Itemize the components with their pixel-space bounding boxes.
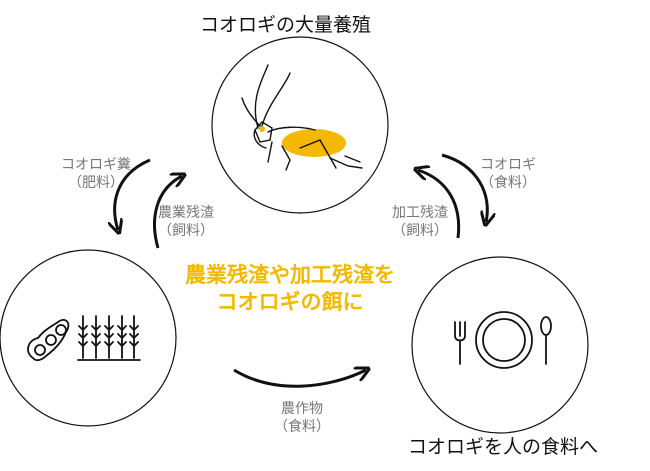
proc-residue-arrow xyxy=(418,170,461,239)
crops-icon xyxy=(27,315,141,362)
cricket-food-label: コオロギ （食料） xyxy=(480,157,536,191)
crops-arrow xyxy=(233,370,366,388)
title-top: コオロギの大量養殖 xyxy=(200,14,372,36)
cricket-icon xyxy=(241,64,363,171)
cricket-food-arrow xyxy=(441,153,487,222)
tableware-icon xyxy=(454,311,552,369)
crops-circle xyxy=(0,249,177,427)
cricket-circle xyxy=(211,36,389,214)
ag-residue-label: 農業残渣 （飼料） xyxy=(158,205,214,239)
frass-arrow xyxy=(115,158,151,230)
tableware-circle xyxy=(411,256,589,434)
proc-residue-label: 加工残渣 （飼料） xyxy=(392,205,448,239)
frass-label: コオロギ糞 （肥料） xyxy=(61,157,131,191)
crops-label: 農作物 （食料） xyxy=(274,401,330,435)
center-message: 農業残渣や加工残渣を コオロギの餌に xyxy=(185,263,395,314)
ag-residue-arrow xyxy=(153,176,182,249)
title-bottom-right: コオロギを人の食料へ xyxy=(408,436,599,458)
